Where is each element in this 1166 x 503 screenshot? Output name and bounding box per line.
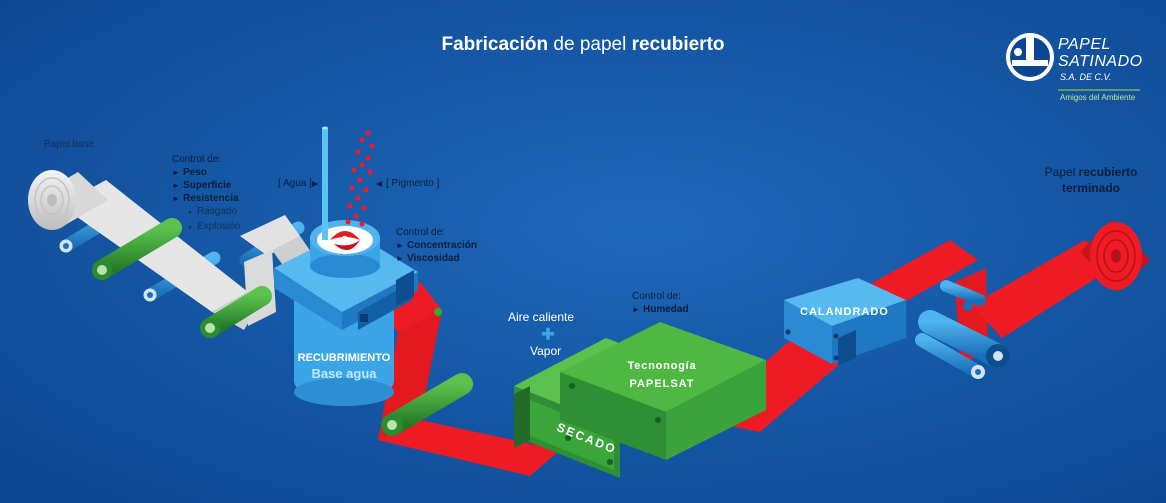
paper-roll: [28, 170, 108, 230]
water-pipe: [322, 126, 328, 240]
logo-line2: SATINADO: [1058, 53, 1143, 70]
plus-icon: [542, 327, 554, 340]
control-1-subitem: ●Rasgado: [188, 206, 238, 217]
control-1-title: Control de:: [172, 154, 221, 165]
pigment-drops: [345, 130, 375, 227]
label-agua: [ Agua ]: [278, 178, 312, 189]
label-arrows: [312, 181, 382, 187]
control-3-title: Control de:: [632, 291, 681, 302]
blue-rollers-right: [915, 280, 1010, 379]
logo-emblem: [1006, 33, 1140, 91]
label-pigmento: [ Pigmento ]: [386, 178, 440, 189]
finished-roll: [1080, 220, 1150, 292]
control-2-item: ►Concentración: [396, 240, 478, 251]
control-list-1: Control de: ►Peso ►Superficie ►Resistenc…: [172, 153, 240, 235]
label-base-agua: Base agua: [311, 366, 377, 381]
logo-tagline: Amigos del Ambiente: [1060, 93, 1136, 102]
label-vapor: Vapor: [530, 344, 562, 358]
control-1-item: ►Resistencia: [172, 193, 239, 204]
label-recubrimiento: RECUBRIMIENTO: [297, 352, 391, 364]
label-calandrado: CALANDRADO: [800, 306, 889, 318]
control-2-title: Control de:: [396, 227, 445, 238]
logo-line1: PAPEL: [1058, 36, 1111, 53]
green-roller-middle: [381, 308, 473, 436]
label-terminado: Papel recubierto terminado: [1044, 165, 1138, 195]
control-3-item: ►Humedad: [632, 304, 689, 315]
page-title: Fabricación de papel recubierto: [441, 34, 725, 55]
label-papel-base: Papel base: [44, 139, 95, 150]
green-rollers-left: [92, 218, 272, 338]
control-list-3: Control de: ►Humedad: [632, 290, 689, 316]
control-2-item: ►Viscosidad: [396, 253, 460, 264]
coating-machine: [274, 220, 418, 406]
calendering-machine: [784, 278, 906, 366]
control-1-item: ►Peso: [172, 167, 207, 178]
control-1-item: ►Superficie: [172, 180, 232, 191]
drying-machine: [514, 322, 766, 478]
label-tecnologia: Tecnonogía: [627, 360, 697, 372]
control-list-2: Control de: ►Concentración ►Viscosidad: [396, 226, 477, 265]
control-1-subitem: ●Explosión: [188, 221, 241, 232]
label-aire-caliente: Aire caliente: [508, 310, 575, 324]
label-papelsat: PAPELSAT: [629, 378, 695, 390]
logo-line3: S.A. DE C.V.: [1060, 72, 1112, 82]
